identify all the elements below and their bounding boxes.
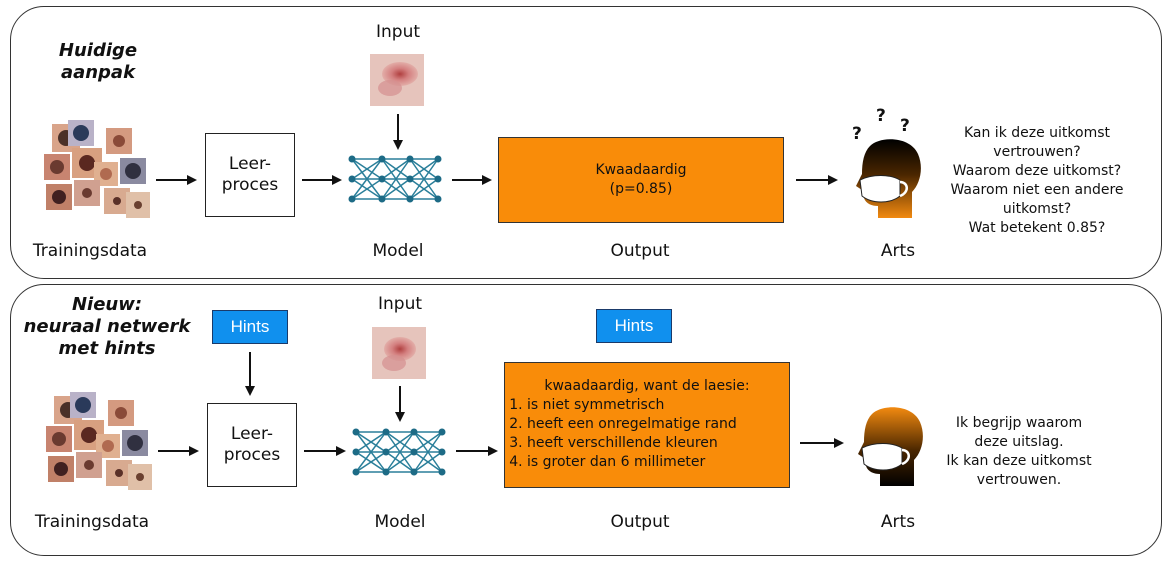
bottom-input-skin-image <box>372 327 426 379</box>
hints-badge-process: Hints <box>212 310 288 344</box>
bottom-output-list: is niet symmetrisch heeft een onregelmat… <box>505 396 789 472</box>
top-question-line-5: uitkomst? <box>1002 201 1072 217</box>
top-output-line2: (p=0.85) <box>609 181 673 197</box>
top-input-label: Input <box>375 22 421 42</box>
bottom-statement-line-2: deze uitslag. <box>974 434 1064 450</box>
top-training-data-collage <box>44 120 150 218</box>
bottom-input-label: Input <box>377 294 423 314</box>
current-approach-title-line1: Huidige <box>58 40 138 61</box>
hints-badge-output: Hints <box>596 309 672 343</box>
top-output-label: Output <box>610 241 670 261</box>
new-approach-title: Nieuw: neuraal netwerk met hints <box>22 294 192 360</box>
new-approach-title-line1: Nieuw: <box>71 294 143 315</box>
bottom-arts-label: Arts <box>880 512 916 532</box>
bottom-output-label: Output <box>610 512 670 532</box>
top-learning-process-line1: Leer- <box>228 154 272 174</box>
top-neural-network-icon <box>348 155 442 203</box>
top-question-line-2: vertrouwen? <box>993 144 1081 160</box>
current-approach-title: Huidige aanpak <box>38 40 158 84</box>
new-approach-title-line3: met hints <box>58 338 156 359</box>
top-question-line-6: Wat betekent 0.85? <box>968 220 1106 236</box>
top-learning-process-line2: proces <box>221 175 279 195</box>
top-output-box: Kwaadaardig (p=0.85) <box>498 137 784 223</box>
top-questions-text: Kan ik deze uitkomst vertrouwen? Waarom … <box>934 124 1140 238</box>
top-learning-process-box: Leer- proces <box>205 133 295 217</box>
top-model-label: Model <box>372 241 424 261</box>
bottom-neural-network-icon <box>352 428 446 476</box>
bottom-output-item-3: heeft verschillende kleuren <box>527 434 789 453</box>
top-question-mark-1: ? <box>852 124 862 144</box>
bottom-training-data-collage <box>46 392 152 490</box>
bottom-statement-line-1: Ik begrijp waarom <box>955 415 1083 431</box>
new-approach-title-line2: neuraal netwerk <box>23 316 191 337</box>
top-question-line-4: Waarom niet een andere <box>950 182 1124 198</box>
bottom-learning-process-line1: Leer- <box>230 424 274 444</box>
bottom-learning-process-box: Leer- proces <box>207 403 297 487</box>
top-question-mark-3: ? <box>900 116 910 136</box>
top-output-line1: Kwaadaardig <box>595 162 687 178</box>
bottom-output-heading: kwaadaardig, want de laesie: <box>544 378 750 394</box>
bottom-statement-text: Ik begrijp waarom deze uitslag. Ik kan d… <box>924 414 1114 490</box>
top-arts-label: Arts <box>880 241 916 261</box>
bottom-doctor-head-mask-icon <box>858 407 923 486</box>
top-question-mark-2: ? <box>876 106 886 126</box>
bottom-statement-line-4: vertrouwen. <box>976 472 1062 488</box>
bottom-model-label: Model <box>374 512 426 532</box>
top-question-line-3: Waarom deze uitkomst? <box>952 163 1122 179</box>
bottom-output-item-4: is groter dan 6 millimeter <box>527 453 789 472</box>
current-approach-title-line2: aanpak <box>60 62 136 83</box>
bottom-trainingsdata-label: Trainingsdata <box>34 512 150 532</box>
bottom-output-item-2: heeft een onregelmatige rand <box>527 415 789 434</box>
bottom-learning-process-line2: proces <box>223 445 281 465</box>
top-input-skin-image <box>370 54 424 106</box>
bottom-output-item-1: is niet symmetrisch <box>527 396 789 415</box>
top-doctor-head-mask-icon <box>856 139 921 218</box>
top-question-line-1: Kan ik deze uitkomst <box>963 125 1111 141</box>
top-trainingsdata-label: Trainingsdata <box>32 241 148 261</box>
bottom-statement-line-3: Ik kan deze uitkomst <box>946 453 1092 469</box>
bottom-output-box: kwaadaardig, want de laesie: is niet sym… <box>504 362 790 488</box>
